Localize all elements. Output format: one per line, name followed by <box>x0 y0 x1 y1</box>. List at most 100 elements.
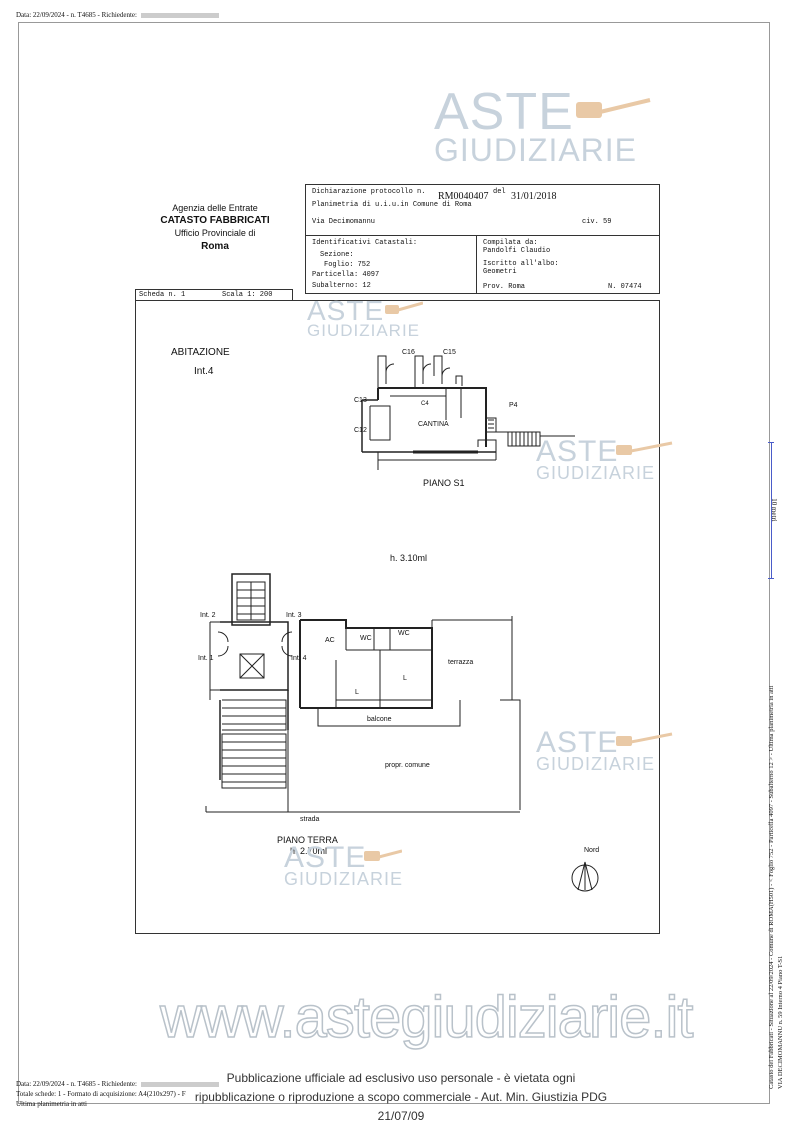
redacted-requester-footer <box>140 1081 219 1087</box>
ground-floor-plan <box>205 573 521 813</box>
watermark-logo-top: ASTE GIUDIZIARIE <box>434 83 651 168</box>
watermark-logo-3: ASTE GIUDIZIARIE <box>536 435 673 483</box>
header-date-text: Data: 22/09/2024 - n. T4685 - Richiedent… <box>16 11 137 19</box>
publication-notice: Pubblicazione ufficiale ad esclusivo uso… <box>176 1069 626 1126</box>
watermark-aste-text-4: ASTE <box>536 726 619 759</box>
footer-line2: Totale schede: 1 - Formato di acquisizio… <box>16 1090 186 1098</box>
height2-label: h. 2.70ml <box>290 846 328 856</box>
strada-label: strada <box>300 816 320 823</box>
identifiers-title: Identificativi Catastali: <box>312 239 418 247</box>
c12-label: C12 <box>354 427 367 434</box>
int1-label: Int. 1 <box>198 655 214 662</box>
declaration-del: del <box>493 188 506 196</box>
identifiers-box: Identificativi Catastali: Sezione: Fogli… <box>305 236 477 294</box>
compiled-number: N. 07474 <box>608 283 642 291</box>
notice-line1: Pubblicazione ufficiale ad esclusivo uso… <box>226 1071 576 1085</box>
l1-label: L <box>355 689 359 696</box>
height-label: h. 3.10ml <box>390 553 428 563</box>
piano-terra-label: PIANO TERRA <box>277 835 338 845</box>
declaration-prefix: Dichiarazione protocollo n. <box>312 188 426 196</box>
footer-line1: Data: 22/09/2024 - n. T4685 - Richiedent… <box>16 1079 219 1089</box>
abitazione-label: ABITAZIONE <box>171 347 230 358</box>
c13-label: C13 <box>354 397 367 404</box>
p4-label: P4 <box>509 402 518 409</box>
int4-label: Int. 4 <box>291 655 307 662</box>
l2-label: L <box>403 675 407 682</box>
watermark-giudiziarie-text-5: GIUDIZIARIE <box>284 869 404 889</box>
watermark-giudiziarie-text-3: GIUDIZIARIE <box>536 463 656 483</box>
declaration-line1: Dichiarazione protocollo n. <box>312 188 425 196</box>
compiled-name: Pandolfi Claudio <box>483 247 551 255</box>
terrazza-label: terrazza <box>448 659 474 666</box>
scale-bar <box>771 442 772 578</box>
c15-label: C15 <box>443 349 456 356</box>
watermark-aste-text-3: ASTE <box>536 435 619 468</box>
identifiers-foglio: Foglio: 752 <box>324 261 371 269</box>
watermark-aste-text: ASTE <box>434 83 574 141</box>
gavel-icon <box>385 301 423 314</box>
wc1-label: WC <box>360 635 372 642</box>
compiled-box: Compilata da: Pandolfi Claudio Iscritto … <box>477 236 660 294</box>
footer: Data: 22/09/2024 - n. T4685 - Richiedent… <box>16 1079 219 1109</box>
scheda-scale: Scala 1: 200 <box>222 291 273 299</box>
declaration-civ: civ. 59 <box>582 218 612 226</box>
gavel-icon <box>576 98 651 118</box>
balcone-label: balcone <box>367 716 392 723</box>
cantina-label: CANTINA <box>418 421 449 428</box>
header-date-line: Data: 22/09/2024 - n. T4685 - Richiedent… <box>16 11 219 19</box>
declaration-date: 31/01/2018 <box>511 191 557 202</box>
agency-block: Agenzia delle Entrate CATASTO FABBRICATI… <box>130 203 300 252</box>
nord-label: Nord <box>584 847 600 854</box>
watermark-giudiziarie-text: GIUDIZIARIE <box>434 132 638 168</box>
agency-catasto: CATASTO FABBRICATI <box>160 215 270 226</box>
notice-line2: ripubblicazione o riproduzione a scopo c… <box>194 1090 608 1123</box>
watermark-giudiziarie-text-4: GIUDIZIARIE <box>536 754 656 774</box>
watermark-logo-5: ASTE GIUDIZIARIE <box>284 841 404 889</box>
identifiers-particella: Particella: 4097 <box>312 271 380 279</box>
scheda-number: Scheda n. 1 <box>139 291 186 299</box>
scale-bar-bottom-tick <box>768 578 774 579</box>
piano-s1-label: PIANO S1 <box>423 478 465 488</box>
propr-comune-label: propr. comune <box>385 762 430 769</box>
wc2-label: WC <box>398 630 410 637</box>
watermark-aste-text-5: ASTE <box>284 841 367 874</box>
c4-label: C4 <box>421 401 429 407</box>
watermark-giudiziarie-text-2: GIUDIZIARIE <box>307 321 421 340</box>
declaration-line2: Planimetria di u.i.u.in Comune di Roma <box>312 201 472 209</box>
gavel-icon <box>364 849 402 861</box>
watermark-logo-2: ASTE GIUDIZIARIE <box>307 295 423 340</box>
footer-line3: Ultima planimetria in atti <box>16 1100 87 1108</box>
int3-label: Int. 3 <box>286 612 302 619</box>
scale-bar-top-tick <box>768 442 774 443</box>
watermark-aste-text-2: ASTE <box>307 295 385 326</box>
declaration-street: Via Decimomannu <box>312 218 376 226</box>
compiled-prov: Prov. Roma <box>483 283 526 291</box>
side-cadastre-text: Catasto dei Fabbricati - Situazione al 2… <box>767 449 785 1089</box>
compiled-title: Compilata da: <box>483 239 538 247</box>
int-label: Int.4 <box>194 366 214 377</box>
identifiers-sezione: Sezione: <box>320 251 354 259</box>
footer-date-text: Data: 22/09/2024 - n. T4685 - Richiedent… <box>16 1080 137 1088</box>
gavel-icon <box>616 441 673 455</box>
identifiers-subalterno: Subalterno: 12 <box>312 282 371 290</box>
side-line2: VIA DECIMOMANNU n. 59 Interno 4 Piano T-… <box>777 955 784 1089</box>
int2-label: Int. 2 <box>200 612 216 619</box>
agency-name: Agenzia delle Entrate <box>172 203 258 213</box>
compiled-iscritto: Iscritto all'albo: <box>483 260 559 268</box>
agency-city: Roma <box>201 241 229 252</box>
gavel-icon <box>616 732 673 746</box>
side-line1: Catasto dei Fabbricati - Situazione al 2… <box>768 685 775 1089</box>
protocol-number: RM0040407 <box>438 191 489 202</box>
ac-label: AC <box>325 637 335 644</box>
plan-frame <box>135 300 660 934</box>
watermark-logo-4: ASTE GIUDIZIARIE <box>536 726 673 774</box>
declaration-box: Dichiarazione protocollo n. RM0040407 de… <box>305 184 660 236</box>
agency-office: Ufficio Provinciale di <box>174 228 256 238</box>
basement-plan <box>361 355 575 470</box>
compiled-profession: Geometri <box>483 268 517 276</box>
c16-label: C16 <box>402 349 415 356</box>
north-arrow-icon <box>571 861 599 892</box>
watermark-url: www.astegiudiziarie.it <box>159 984 694 1051</box>
sheet-frame <box>18 22 770 1104</box>
